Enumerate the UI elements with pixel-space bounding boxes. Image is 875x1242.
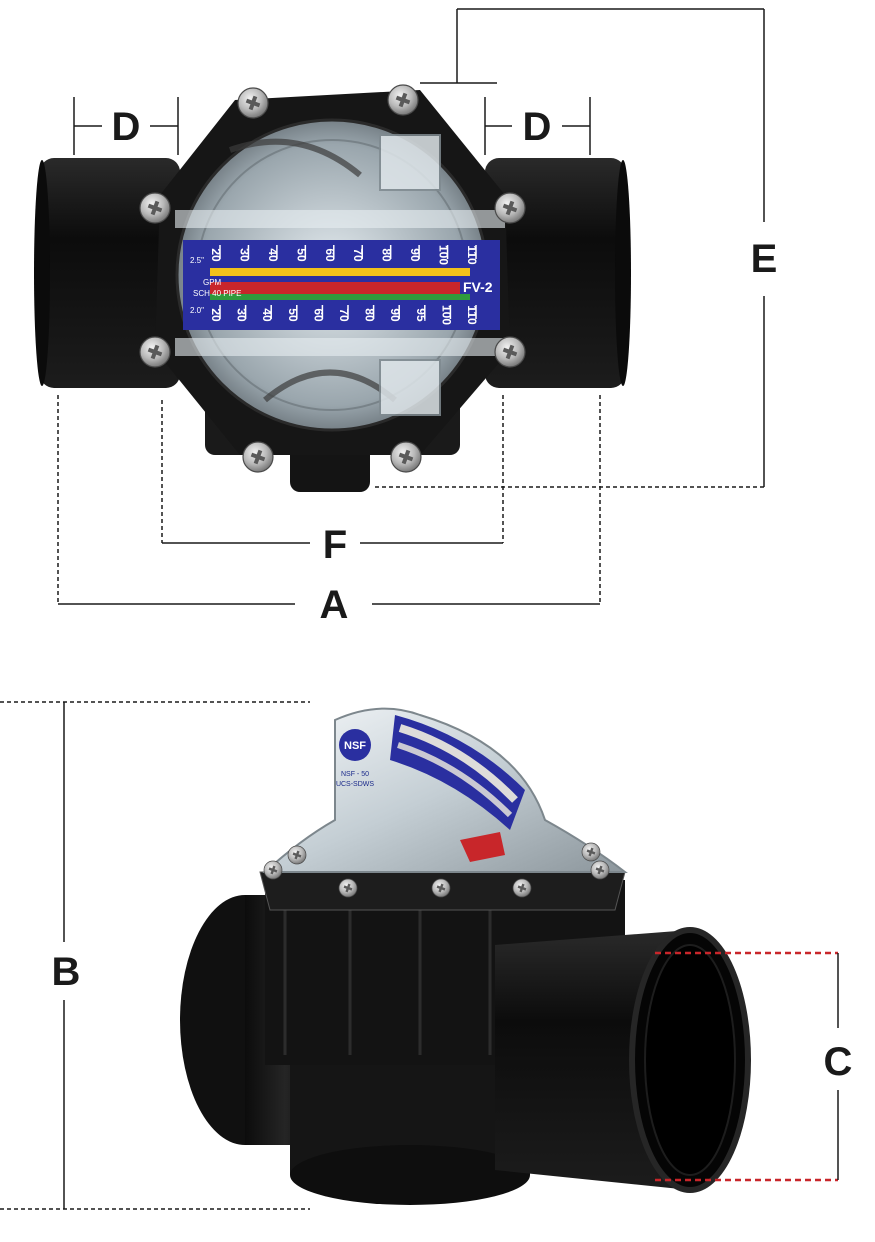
screw-icon [494,192,526,224]
screw-icon [387,84,419,116]
nsf-logo: NSF [344,740,366,752]
dim-label-f: F [323,523,347,567]
scale-number: 80 [363,308,377,322]
screw-icon [287,845,307,865]
scale-number: 95 [414,308,428,322]
scale-number: 40 [266,248,280,262]
screw-icon [338,878,358,898]
dim-label-a: A [320,583,349,627]
scale-number: 50 [294,248,308,262]
screw-icon [263,860,283,880]
dim-label-d-left: D [112,105,141,149]
scale-number: 20 [209,308,223,322]
screw-icon [237,87,269,119]
top-view: 20 30 40 50 60 70 80 90 100 110 20 30 40 50 60 70 80 90 9… [34,84,631,492]
scale-size-upper: 2.5" [190,256,204,265]
scale-size-lower: 2.0" [190,306,204,315]
screw-icon [390,441,422,473]
clear-dome [262,707,628,873]
scale-number: 60 [323,248,337,262]
screw-icon [431,878,451,898]
scale-number: 40 [260,308,274,322]
dimension-lines-top [57,8,765,605]
scale-number: 70 [337,308,351,322]
scale-number: 90 [408,248,422,262]
scale-number: 110 [465,245,479,265]
scale-unit: GPM [203,278,222,287]
screw-icon [242,441,274,473]
scale-number: 30 [237,248,251,262]
front-view: NSF NSF - 50 UCS-SDWS [180,707,751,1205]
scale-pipe: SCH 40 PIPE [193,289,241,298]
nsf-logo-icon [339,729,371,761]
scale-number: 100 [439,305,453,325]
scale-number: 110 [465,305,479,325]
scale-number: 60 [311,308,325,322]
dim-label-c: C [824,1040,853,1084]
nsf-sub2: UCS-SDWS [336,781,374,788]
screw-icon [139,192,171,224]
dim-label-e: E [751,237,778,281]
screw-icon [590,860,610,880]
flow-scale: 20 30 40 50 60 70 80 90 100 110 20 30 40 50 60 70 80 90 9… [183,240,500,330]
scale-number: 100 [437,245,451,265]
dim-label-b: B [52,950,81,994]
screw-icon [494,336,526,368]
screw-icon [512,878,532,898]
dimension-lines-front [0,701,839,1210]
screw-icon [139,336,171,368]
dim-label-d-right: D [523,105,552,149]
scale-number: 90 [388,308,402,322]
scale-number: 80 [380,248,394,262]
scale-number: 30 [235,308,249,322]
screw-icon [581,842,601,862]
scale-number: 50 [286,308,300,322]
model-label: FV-2 [463,279,493,295]
nsf-sub1: NSF - 50 [341,771,369,778]
scale-number: 70 [351,248,365,262]
scale-number: 20 [209,248,223,262]
